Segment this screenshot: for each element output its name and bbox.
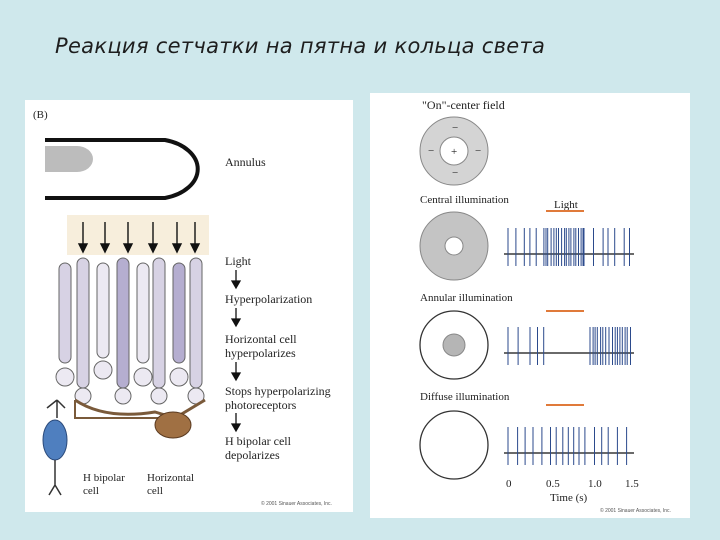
panel-letter: (B) xyxy=(33,109,48,121)
right-copyright: © 2001 Sinauer Associates, Inc. xyxy=(600,507,671,514)
horizontal-label-2: cell xyxy=(147,485,163,497)
tick-1-0: 1.0 xyxy=(588,478,602,490)
surround-minus-top: − xyxy=(452,122,458,134)
annular-stimulus xyxy=(420,311,488,379)
annular-label: Annular illumination xyxy=(420,292,513,304)
diffuse-label: Diffuse illumination xyxy=(420,391,510,403)
h-bipolar-label-1: H bipolar xyxy=(83,472,125,484)
receptive-field-panel: "On"-center field − − − + − Central illu… xyxy=(370,93,690,518)
time-axis-label: Time (s) xyxy=(550,492,588,504)
central-spike-train xyxy=(504,228,634,266)
field-title: "On"-center field xyxy=(422,98,505,112)
light-label: Light xyxy=(554,199,578,211)
flow-stops-1: Stops hyperpolarizing xyxy=(225,384,331,398)
surround-minus-bottom: − xyxy=(452,167,458,179)
central-stimulus xyxy=(420,212,488,280)
surround-minus-right: − xyxy=(475,145,481,157)
receptive-field-diagram: "On"-center field − − − + − Central illu… xyxy=(370,93,690,518)
central-label: Central illumination xyxy=(420,194,509,206)
bipolar-cell xyxy=(43,400,67,495)
retina-circuit-diagram: (B) Annulus xyxy=(25,100,353,512)
flow-hyperpolarization: Hyperpolarization xyxy=(225,292,312,306)
slide-title: Реакция сетчатки на пятна и кольца света xyxy=(55,34,545,58)
annulus-label: Annulus xyxy=(225,155,266,169)
h-bipolar-label-2: cell xyxy=(83,485,99,497)
flow-horizontal-2: hyperpolarizes xyxy=(225,346,296,360)
retina-circuit-panel: (B) Annulus xyxy=(25,100,353,512)
light-band xyxy=(67,215,209,255)
flow-light: Light xyxy=(225,254,252,268)
horizontal-label-1: Horizontal xyxy=(147,472,194,484)
annulus-sketch xyxy=(45,140,198,198)
diffuse-spike-train xyxy=(504,427,634,465)
tick-0-5: 0.5 xyxy=(546,478,560,490)
diffuse-stimulus xyxy=(420,411,488,479)
annular-spike-train xyxy=(504,327,634,365)
flow-horizontal-1: Horizontal cell xyxy=(225,332,297,346)
center-spot-shape xyxy=(45,146,93,172)
horizontal-cell xyxy=(75,400,205,438)
flow-stops-2: photoreceptors xyxy=(225,398,297,412)
left-copyright: © 2001 Sinauer Associates, Inc. xyxy=(261,500,332,507)
flow-bipolar-2: depolarizes xyxy=(225,448,280,462)
tick-1-5: 1.5 xyxy=(625,478,639,490)
flow-bipolar-1: H bipolar cell xyxy=(225,434,292,448)
tick-0: 0 xyxy=(506,478,512,490)
center-plus: + xyxy=(451,146,457,158)
photoreceptors xyxy=(56,258,204,404)
surround-minus-left: − xyxy=(428,145,434,157)
